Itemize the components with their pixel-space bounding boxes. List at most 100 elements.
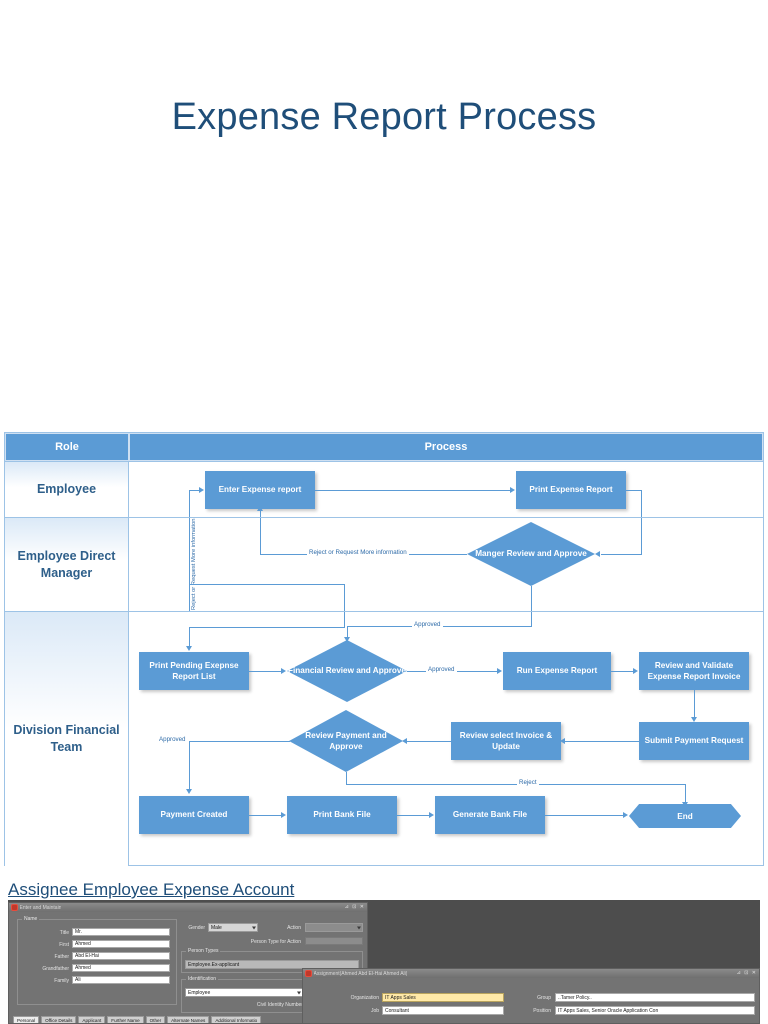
input-father[interactable]: Abd El-Hai <box>72 952 170 960</box>
edge-label-reject-more-info: Reject or Request More information <box>307 549 409 556</box>
node-financial-review[interactable]: Financial Review and Approve <box>287 640 407 702</box>
node-enter-expense-report[interactable]: Enter Expense report <box>205 471 315 509</box>
group-caption-person-types: Person Types <box>186 948 221 954</box>
title-bar-person-window[interactable]: Enter and Maintain ⊿ ⊡ ✕ <box>9 903 367 912</box>
window-controls-assignment[interactable]: ⊿ ⊡ ✕ <box>736 970 757 976</box>
node-submit-payment-request[interactable]: Submit Payment Request <box>639 722 749 760</box>
node-print-pending-list[interactable]: Print Pending Exepnse Report List <box>139 652 249 690</box>
arrowhead-generate-to-end <box>623 812 628 818</box>
input-title[interactable]: Mr. <box>72 928 170 936</box>
arrowhead-print-bank-to-generate <box>429 812 434 818</box>
arrowhead-payment-approved-down <box>186 789 192 794</box>
label-action: Action <box>287 925 301 931</box>
edge-label-approved-manager: Approved <box>412 621 443 628</box>
label-civil-identity-number: Civil Identity Number <box>256 1002 303 1008</box>
edge-payment-reject-right <box>346 784 685 785</box>
edge-into-manager-vertical <box>641 518 642 554</box>
chevron-down-icon-action[interactable] <box>357 926 361 929</box>
input-position[interactable]: IT Apps Sales, Senior Oracle Application… <box>555 1006 755 1015</box>
arrowhead-up-into-enter <box>257 506 263 511</box>
node-run-expense-report[interactable]: Run Expense Report <box>503 652 611 690</box>
select-action[interactable] <box>305 923 363 932</box>
lane-label-finance: Division Financial Team <box>5 612 129 866</box>
node-manager-review[interactable]: Manger Review and Approve <box>467 522 595 586</box>
input-person-type-for-action[interactable] <box>305 937 363 945</box>
node-print-expense-report[interactable]: Print Expense Report <box>516 471 626 509</box>
edge-print-right-down <box>641 490 642 518</box>
edge-submit-to-review-select <box>565 741 640 742</box>
arrowhead-run-to-validate <box>633 668 638 674</box>
edge-into-manager-horizontal <box>601 554 642 555</box>
tab-further-name[interactable]: Further Name <box>107 1016 144 1023</box>
node-review-payment[interactable]: Review Payment and Approve <box>289 710 403 772</box>
person-window-tabs[interactable]: Personal Office Details Applicant Furthe… <box>13 1016 262 1023</box>
lane-body-employee: Enter Expense report Print Expense Repor… <box>129 462 763 518</box>
title-bar-assignment-window[interactable]: Assignment(Ahmed Abd El-Hai Ahmed Ali) ⊿… <box>303 969 759 978</box>
arrowhead-validate-to-submit <box>691 717 697 722</box>
window-controls-person[interactable]: ⊿ ⊡ ✕ <box>344 904 365 910</box>
arrowhead-approved-into-financial <box>344 637 350 642</box>
arrowhead-review-select-to-payment <box>402 738 407 744</box>
edge-rail-branch <box>189 584 344 585</box>
edge-validate-to-submit <box>694 690 695 719</box>
edge-label-approved-financial: Approved <box>426 666 457 673</box>
edge-label-approved-payment: Approved <box>157 736 188 743</box>
edge-label-reject-payment: Reject <box>517 779 539 786</box>
tab-applicant[interactable]: Applicant <box>78 1016 106 1023</box>
tab-other[interactable]: Other <box>145 1016 166 1023</box>
input-job[interactable]: Consultant <box>382 1006 504 1015</box>
label-father: Father <box>54 954 69 960</box>
tab-additional-information[interactable]: Additional Informatio <box>211 1016 262 1023</box>
tab-office-details[interactable]: Office Details <box>41 1016 77 1023</box>
edge-run-to-validate <box>611 671 633 672</box>
label-first: First <box>59 942 69 948</box>
label-group: Group <box>537 995 551 1001</box>
select-gender[interactable]: Male <box>208 923 258 932</box>
tab-personal[interactable]: Personal <box>13 1016 40 1023</box>
input-group[interactable]: ..Tamer Policy.. <box>555 993 755 1002</box>
oracle-forms-screenshot: Enter and Maintain ⊿ ⊡ ✕ Name Title Mr. … <box>8 900 760 1024</box>
node-payment-created[interactable]: Payment Created <box>139 796 249 834</box>
lane-body-manager: Manger Review and Approve Reject or Requ… <box>129 518 763 612</box>
edge-rail-branch-down <box>344 584 345 612</box>
label-title: Title <box>59 930 69 936</box>
node-review-select-invoice[interactable]: Review select Invoice & Update <box>451 722 561 760</box>
header-role: Role <box>5 433 129 461</box>
window-assignment[interactable]: Assignment(Ahmed Abd El-Hai Ahmed Ali) ⊿… <box>302 968 760 1024</box>
arrowhead-into-manager <box>595 551 600 557</box>
lane-label-employee: Employee <box>5 462 129 517</box>
lane-label-manager: Employee Direct Manager <box>5 518 129 611</box>
edge-rail-into-finance <box>344 612 345 627</box>
group-name: Name <box>17 916 177 1005</box>
group-caption-name: Name <box>22 916 40 922</box>
edge-payment-approved-down <box>189 741 190 791</box>
node-print-bank-file[interactable]: Print Bank File <box>287 796 397 834</box>
title-text-person-window: Enter and Maintain <box>19 904 62 911</box>
chevron-down-icon-identification[interactable] <box>297 991 301 994</box>
edge-up-into-enter <box>260 509 261 518</box>
edge-created-to-print-bank <box>249 815 282 816</box>
edge-review-select-to-payment <box>407 741 452 742</box>
swimlane-finance: Division Financial Team Print Pending Ex… <box>5 611 763 866</box>
edge-payment-reject-into-end <box>685 784 686 804</box>
tab-alternate-names[interactable]: Alternate Names <box>167 1016 210 1023</box>
edge-pending-to-financial <box>249 671 282 672</box>
input-person-types[interactable]: Employee.Ex-applicant <box>185 960 359 969</box>
swimlane-employee: Employee Enter Expense report Print Expe… <box>5 461 763 518</box>
node-review-validate-invoice[interactable]: Review and Validate Expense Report Invoi… <box>639 652 749 690</box>
edge-loop-left-horizontal <box>189 490 199 491</box>
select-identification[interactable]: Employee <box>185 988 303 997</box>
arrowhead-into-print-pending <box>186 646 192 651</box>
input-grandfather[interactable]: Ahmed <box>72 964 170 972</box>
input-organization[interactable]: IT Apps Sales <box>382 993 504 1002</box>
input-family[interactable]: Ali <box>72 976 170 984</box>
arrowhead-submit-to-review-select <box>560 738 565 744</box>
node-end[interactable]: End <box>629 804 741 828</box>
edge-approved-into-financial <box>347 626 348 640</box>
input-first[interactable]: Ahmed <box>72 940 170 948</box>
node-generate-bank-file[interactable]: Generate Bank File <box>435 796 545 834</box>
chevron-down-icon-gender[interactable] <box>252 926 256 929</box>
oracle-logo-icon-assignment <box>304 970 312 977</box>
group-caption-identification: Identification <box>186 976 219 982</box>
select-identification-value: Employee <box>188 989 211 996</box>
